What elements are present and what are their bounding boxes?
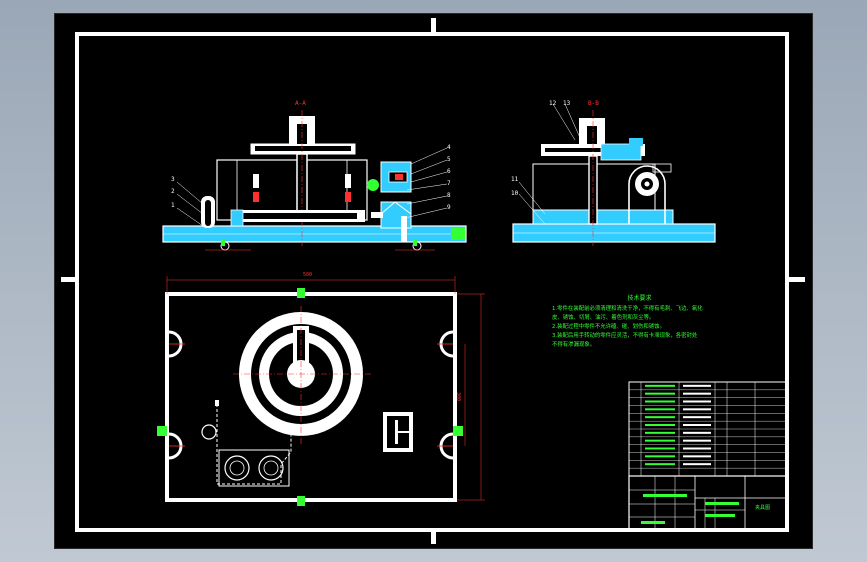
parts-list-entry xyxy=(645,439,675,442)
drawing-sheet: A-A B-B 4 5 6 7 8 9 3 2 1 12 13 11 10 500 300 技术要求 … xyxy=(54,13,813,549)
parts-list-entry xyxy=(645,463,675,466)
parts-list-entry xyxy=(683,439,711,442)
parts-list-entry xyxy=(645,424,675,426)
parts-list-entry xyxy=(645,392,675,395)
center-mark-bottom xyxy=(431,528,436,544)
parts-list-entry xyxy=(645,400,675,403)
notes-line: 皮、锈蚀、切屑、油污、着色剂和灰尘等。 xyxy=(552,315,655,321)
parts-list-entry xyxy=(645,408,675,411)
parts-list-entry xyxy=(683,424,711,426)
front-balloon-7: 7 xyxy=(447,180,451,187)
cad-drawing xyxy=(61,18,805,544)
center-mark-top xyxy=(431,18,436,34)
front-balloon-9: 9 xyxy=(447,204,451,211)
parts-list-entry xyxy=(683,416,711,419)
parts-list-entry xyxy=(645,416,675,419)
side-balloon-13: 13 xyxy=(563,100,571,107)
side-balloon-11: 11 xyxy=(511,176,519,183)
center-mark-right xyxy=(789,277,805,282)
side-balloon-12: 12 xyxy=(549,100,557,107)
section-label-side: B-B xyxy=(588,100,599,107)
front-right-clamp xyxy=(367,161,412,242)
notes-title: 技术要求 xyxy=(627,295,652,302)
front-balloon-3: 3 xyxy=(171,176,175,183)
parts-list xyxy=(628,381,788,477)
parts-list-entry xyxy=(683,447,711,450)
plan-width-dimension: 500 xyxy=(303,272,313,278)
front-balloon-8: 8 xyxy=(447,192,451,199)
parts-list-entry xyxy=(683,392,711,395)
parts-list-entry xyxy=(683,431,711,434)
drawing-name: 夹具图 xyxy=(755,505,771,511)
notes-line: 1.零件在装配前必须清理和清洗干净，不得有毛刺、飞边、氧化 xyxy=(552,306,703,312)
parts-list-entry xyxy=(683,455,711,458)
technical-requirements: 技术要求 1.零件在装配前必须清理和清洗干净，不得有毛刺、飞边、氧化皮、锈蚀、切… xyxy=(552,294,727,350)
plan-view xyxy=(157,276,485,506)
plan-height-dimension: 300 xyxy=(455,392,461,402)
title-block xyxy=(628,475,788,531)
center-mark-left xyxy=(61,277,77,282)
front-balloon-1: 1 xyxy=(171,202,175,209)
side-section-view xyxy=(512,103,716,246)
parts-list-entry xyxy=(645,431,675,434)
parts-list-entry xyxy=(683,463,711,466)
front-balloon-6: 6 xyxy=(447,168,451,175)
parts-list-entry xyxy=(645,447,675,450)
side-balloon-10: 10 xyxy=(511,190,519,197)
section-label-front: A-A xyxy=(295,100,306,107)
front-balloon-4: 4 xyxy=(447,144,451,151)
parts-list-entry xyxy=(683,400,711,403)
plan-base-outline xyxy=(165,292,457,502)
notes-line: 2.装配过程中零件不允许磕、碰、划伤和锈蚀。 xyxy=(552,324,665,330)
parts-list-entry xyxy=(683,408,711,411)
notes-line: 3.装配后用手转动的零件应灵活，不得有卡滞现象，各密封处 xyxy=(552,333,698,339)
notes-line: 不得有渗漏现象。 xyxy=(552,342,596,348)
side-wheel-support xyxy=(628,165,666,224)
front-balloon-2: 2 xyxy=(171,188,175,195)
inner-frame xyxy=(75,32,789,532)
front-balloon-5: 5 xyxy=(447,156,451,163)
parts-list-entry xyxy=(645,455,675,458)
front-section-view xyxy=(162,110,467,251)
parts-list-entry xyxy=(683,384,711,387)
parts-list-entry xyxy=(645,384,675,387)
